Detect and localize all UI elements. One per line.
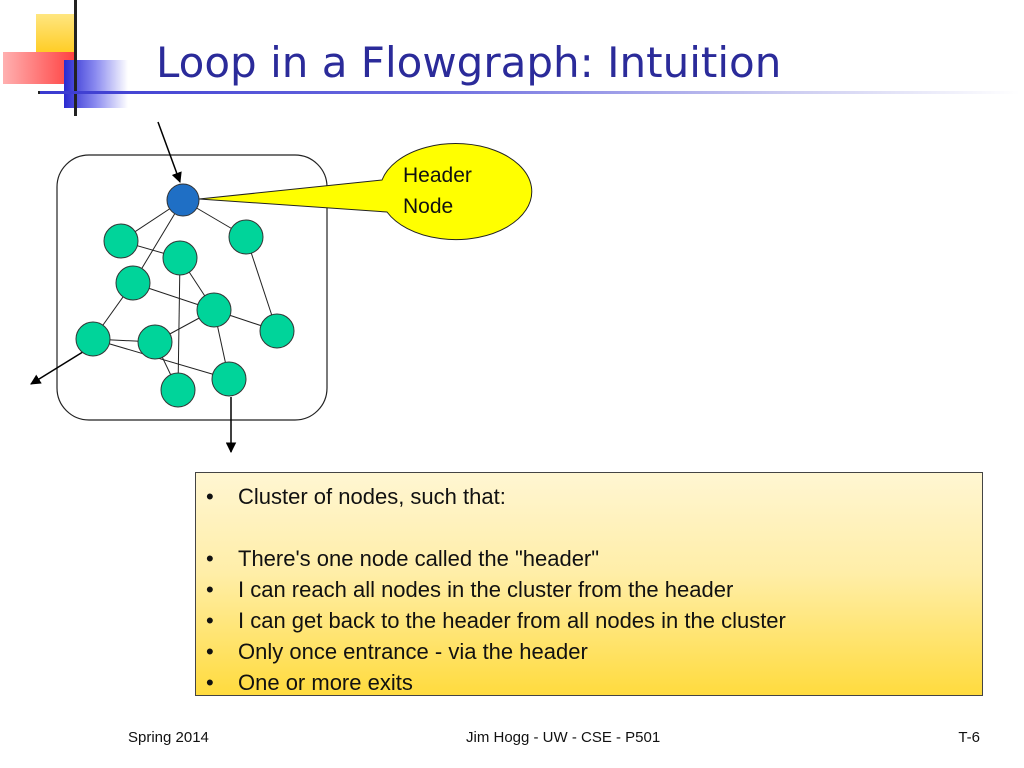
graph-node — [115, 265, 151, 301]
bullet-symbol: • — [206, 546, 214, 571]
slide-title: Loop in a Flowgraph: Intuition — [156, 38, 782, 87]
header-node — [166, 183, 200, 217]
bullet-symbol: • — [206, 608, 214, 633]
callout-shape — [198, 143, 533, 241]
bullet-symbol: • — [206, 670, 214, 695]
graph-nodes — [75, 183, 295, 408]
graph-node — [196, 292, 232, 328]
bullet-item: • Cluster of nodes, such that: — [206, 481, 982, 512]
callout-line-1: Header — [403, 164, 472, 187]
bullet-text: There's one node called the "header" — [238, 546, 600, 571]
logo-vertical-line — [74, 0, 77, 116]
graph-node — [75, 321, 111, 357]
bullet-symbol: • — [206, 577, 214, 602]
graph-node — [137, 324, 173, 360]
bullet-text: One or more exits — [238, 670, 413, 695]
bullet-text: I can get back to the header from all no… — [238, 608, 786, 633]
graph-node — [162, 240, 198, 276]
bullet-item: • There's one node called the "header" — [206, 543, 982, 574]
graph-node — [211, 361, 247, 397]
bullet-text: Cluster of nodes, such that: — [238, 484, 506, 509]
bullet-item: • One or more exits — [206, 667, 982, 698]
edge — [92, 338, 230, 380]
graph-node — [259, 313, 295, 349]
bullet-box: • Cluster of nodes, such that: • There's o… — [195, 472, 983, 696]
footer-date: Spring 2014 — [128, 729, 209, 746]
bullet-item: • Only once entrance - via the header — [206, 636, 982, 667]
graph-node — [160, 372, 196, 408]
flowgraph-diagram — [30, 121, 533, 454]
callout-line-2: Node — [403, 195, 454, 218]
graph-node — [228, 219, 264, 255]
footer-slide-number: T-6 — [958, 729, 980, 746]
bullet-spacer — [206, 512, 982, 543]
edge — [177, 257, 181, 391]
exit-arrow-left — [30, 349, 87, 385]
bullet-symbol: • — [206, 484, 214, 509]
bullet-list: • Cluster of nodes, such that: • There's o… — [196, 473, 982, 698]
bullet-item: • I can get back to the header from all n… — [206, 605, 982, 636]
callout-label: Header Node — [403, 160, 472, 222]
entry-arrow — [157, 121, 182, 183]
bullet-text: I can reach all nodes in the cluster fro… — [238, 577, 734, 602]
bullet-item: • I can reach all nodes in the cluster fr… — [206, 574, 982, 605]
loop-cluster-boundary — [56, 154, 328, 421]
graph-node — [103, 223, 139, 259]
footer-author: Jim Hogg - UW - CSE - P501 — [466, 729, 661, 746]
logo-red-bar — [3, 52, 75, 84]
title-underline — [40, 91, 1020, 94]
bullet-text: Only once entrance - via the header — [238, 639, 588, 664]
bullet-symbol: • — [206, 639, 214, 664]
